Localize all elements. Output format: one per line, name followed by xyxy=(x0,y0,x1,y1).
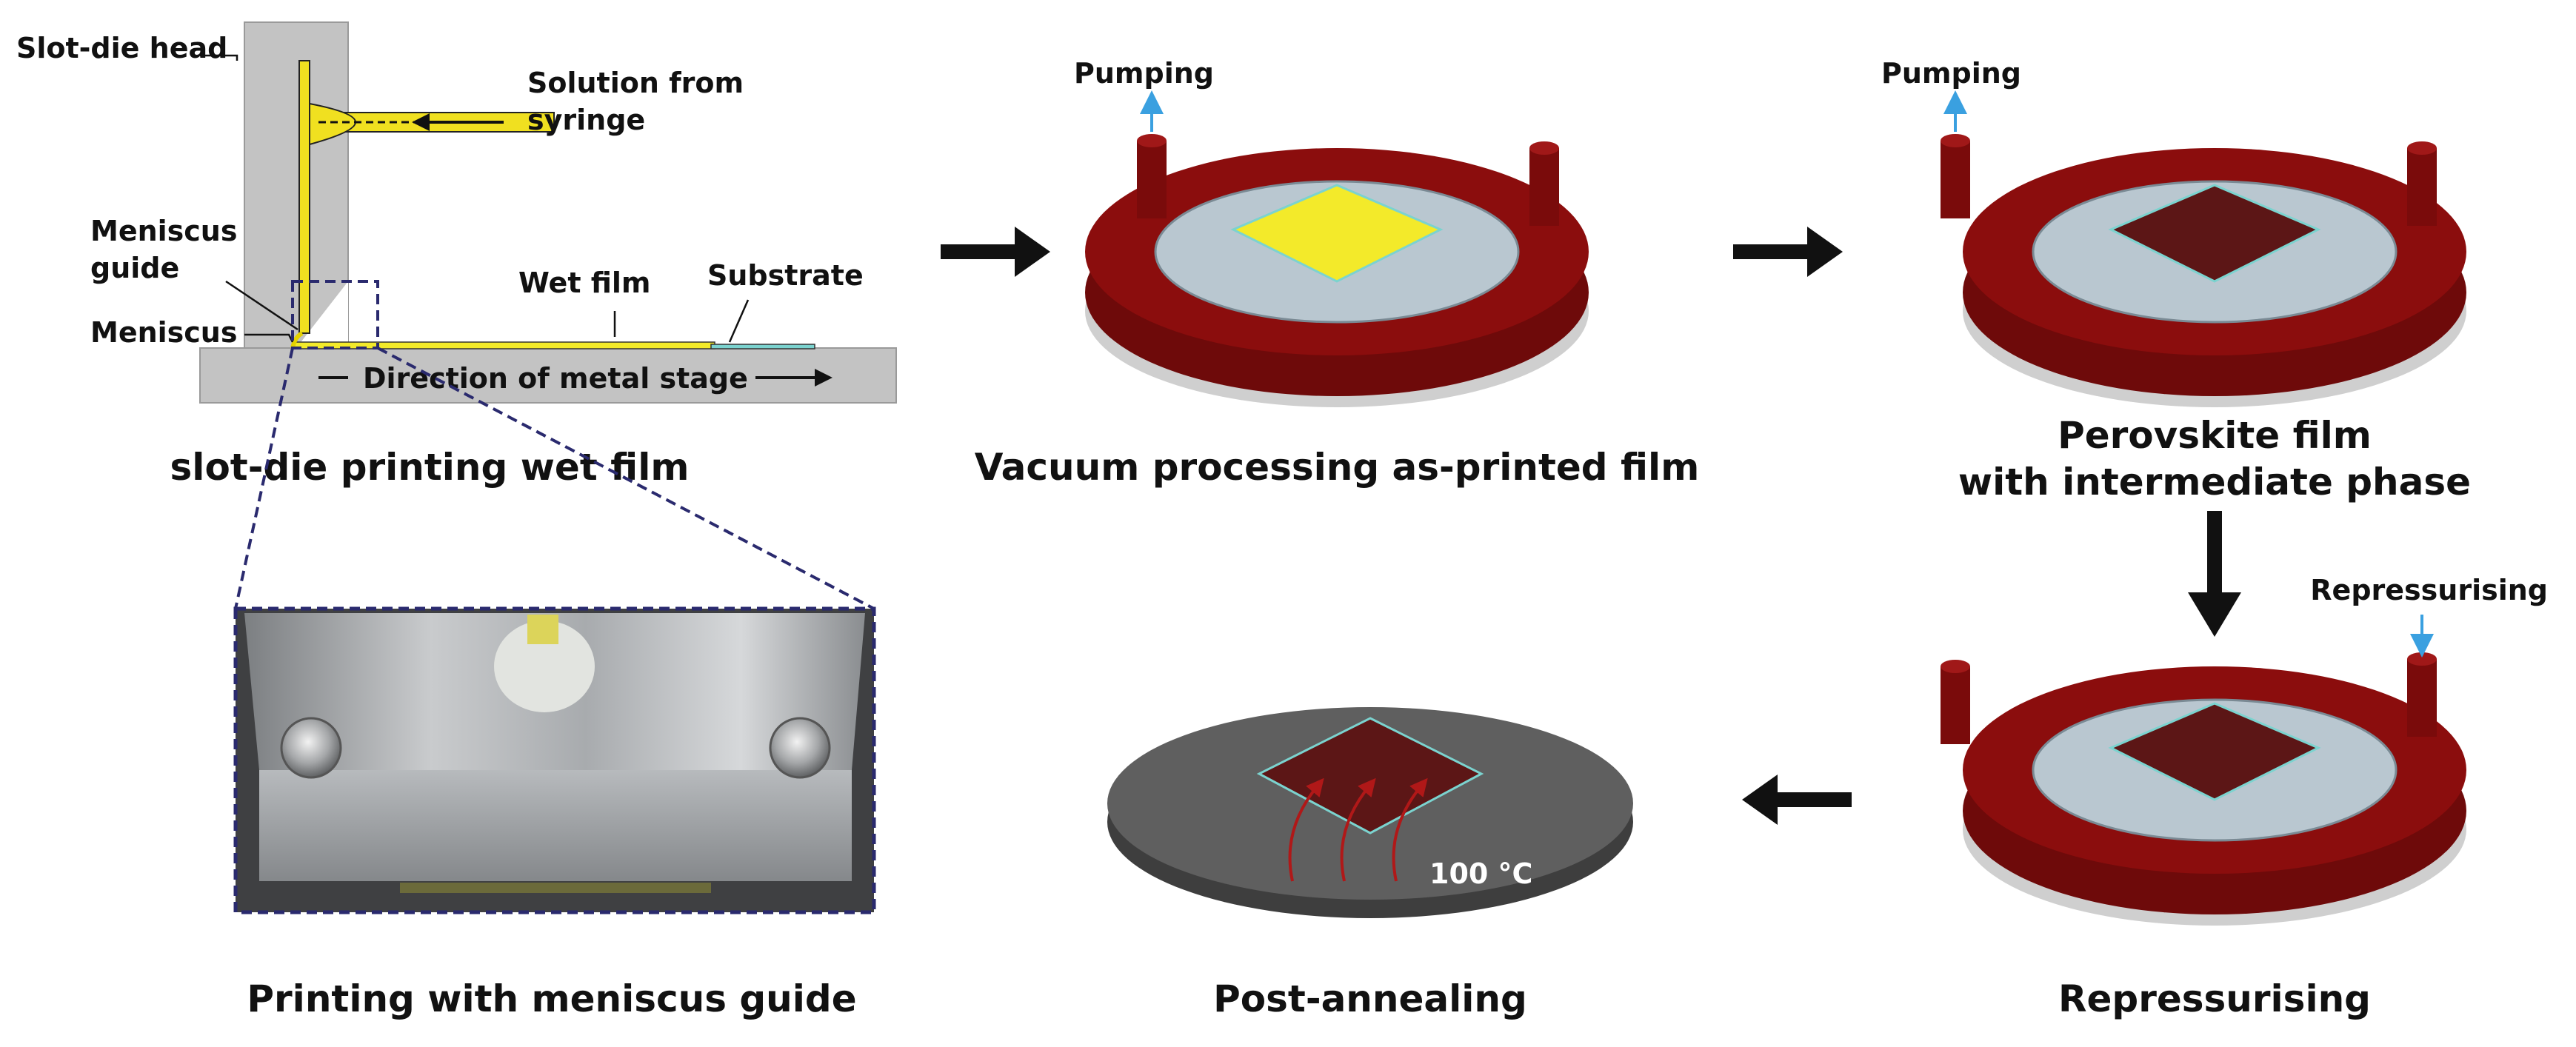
vacuum-chamber-repressurise xyxy=(1941,615,2466,926)
zoom-line-right xyxy=(377,347,875,610)
meniscus-guide-photo xyxy=(233,606,876,914)
vacuum-caption: Vacuum processing as-printed film xyxy=(975,446,1700,489)
repressurising-label: Repressurising xyxy=(2310,574,2548,606)
photo-slot-edge xyxy=(400,883,711,893)
flow-arrow-1 xyxy=(941,227,1050,277)
valve-post-cap xyxy=(2407,652,2437,666)
wet-film-square xyxy=(1230,184,1444,283)
side-post-3-cap xyxy=(1941,660,1970,673)
valve-post xyxy=(2407,659,2437,737)
meniscus xyxy=(290,331,304,349)
slot-die-head-label: Slot-die head xyxy=(16,32,227,64)
post-annealing-caption: Post-annealing xyxy=(1213,977,1527,1020)
substrate xyxy=(710,344,815,349)
photo-bolt-right xyxy=(769,717,831,779)
guide-callout xyxy=(225,280,298,331)
stage-direction-label: Direction of metal stage xyxy=(363,362,748,395)
pump-post-2 xyxy=(1941,141,1970,218)
side-post-2-cap xyxy=(2407,141,2437,155)
side-post-2 xyxy=(2407,148,2437,226)
feed-channel-vertical xyxy=(298,60,310,334)
pump-post-2-cap xyxy=(1941,134,1970,147)
vacuum-chamber-intermediate xyxy=(1941,90,2466,407)
photo-frame xyxy=(233,606,876,914)
meniscus-guide-label-line2: guide xyxy=(90,252,179,284)
zoom-box xyxy=(291,280,379,349)
slot-die-schematic: Slot-die head Solution from syringe Meni… xyxy=(16,21,897,489)
heat-arrow-1 xyxy=(1288,777,1324,882)
wet-film xyxy=(292,341,715,349)
photo-plate-lower xyxy=(259,770,852,881)
intermediate-caption-line1: Perovskite film xyxy=(2058,414,2372,457)
meniscus-guide-label-line1: Meniscus xyxy=(90,215,237,247)
pump-label-2: Pumping xyxy=(1881,57,2021,90)
pump-post xyxy=(1137,141,1167,218)
solution-label-line1: Solution from xyxy=(527,67,744,99)
wet-film-label: Wet film xyxy=(518,267,651,299)
hotplate xyxy=(1107,707,1633,918)
heat-arrow-3 xyxy=(1392,777,1428,882)
solution-label-line2: syringe xyxy=(527,104,645,136)
flow-arrow-left xyxy=(1742,775,1852,825)
side-post-3 xyxy=(1941,666,1970,744)
photo-bolt-left xyxy=(280,717,342,779)
vacuum-chamber-wet xyxy=(1085,90,1589,407)
repressurising-caption: Repressurising xyxy=(2058,977,2371,1020)
intermediate-caption-line2: with intermediate phase xyxy=(1958,461,2471,504)
photo-nozzle-blob xyxy=(494,620,595,712)
head-callout xyxy=(200,54,238,61)
annealed-film-square xyxy=(1256,717,1484,834)
flow-arrow-down xyxy=(2188,511,2241,637)
flow-arrow-2 xyxy=(1733,227,1843,277)
meniscus-label: Meniscus xyxy=(90,316,237,349)
zoom-line-left xyxy=(234,347,294,609)
slot-die-caption: slot-die printing wet film xyxy=(170,446,690,489)
slot-die-head xyxy=(244,21,349,349)
heat-arrow-2 xyxy=(1340,777,1376,882)
substrate-callout xyxy=(728,299,750,343)
pump-label-1: Pumping xyxy=(1074,57,1214,90)
temperature-label: 100 °C xyxy=(1429,857,1532,890)
pump-post-cap xyxy=(1137,134,1167,147)
side-post xyxy=(1529,148,1559,226)
substrate-label: Substrate xyxy=(707,259,864,292)
side-post-cap xyxy=(1529,141,1559,155)
repressurised-film-square xyxy=(2108,702,2321,801)
photo-caption: Printing with meniscus guide xyxy=(247,977,856,1020)
intermediate-film-square xyxy=(2108,184,2321,283)
photo-nozzle-tube xyxy=(527,615,558,644)
